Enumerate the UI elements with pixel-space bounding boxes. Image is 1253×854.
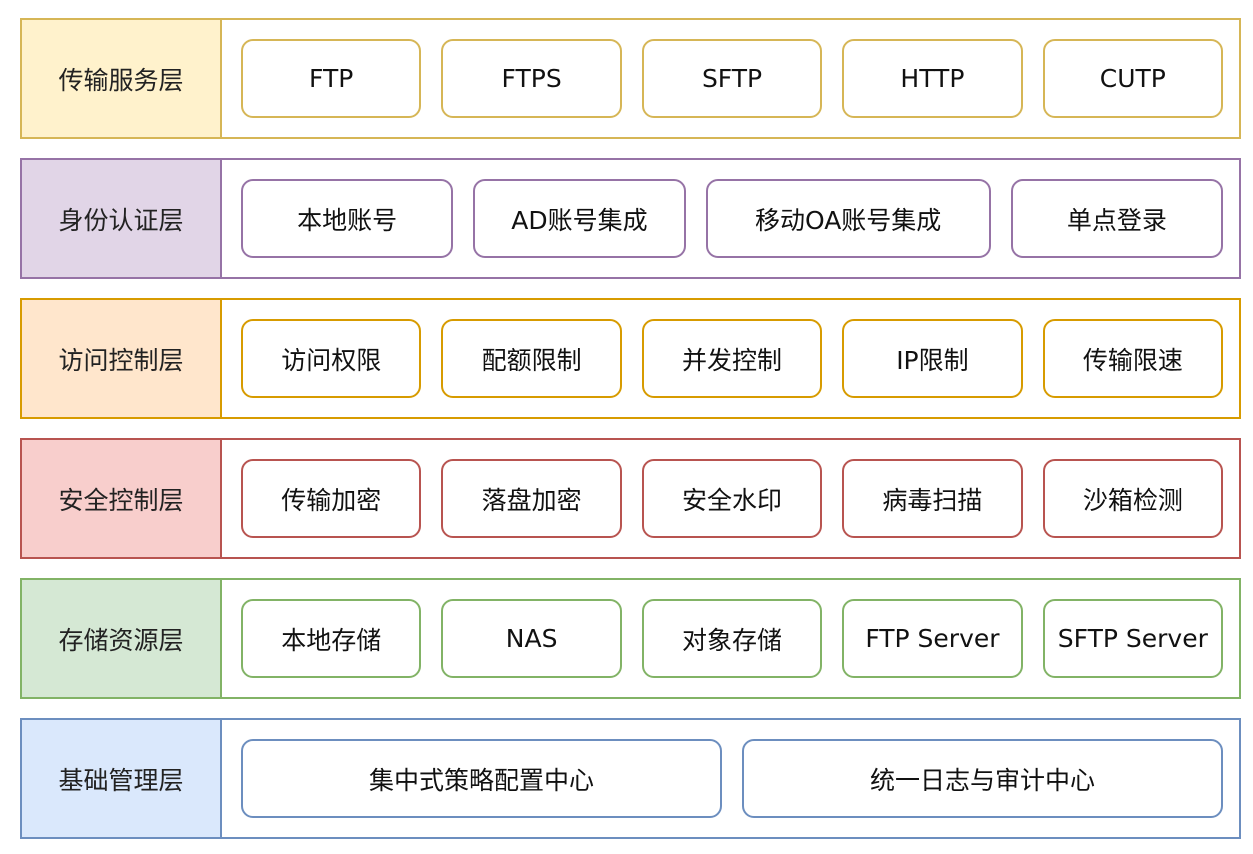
item-sftp[interactable]: SFTP bbox=[641, 39, 823, 118]
item-policy-config-center[interactable]: 集中式策略配置中心 bbox=[241, 739, 722, 818]
item-concurrency-control[interactable]: 并发控制 bbox=[641, 319, 823, 398]
item-sandbox-detection[interactable]: 沙箱检测 bbox=[1042, 459, 1224, 538]
item-access-permission[interactable]: 访问权限 bbox=[241, 319, 422, 398]
item-ad-account-integration[interactable]: AD账号集成 bbox=[473, 179, 686, 258]
item-object-storage[interactable]: 对象存储 bbox=[641, 599, 823, 678]
item-ip-limit[interactable]: IP限制 bbox=[842, 319, 1023, 398]
item-transfer-encryption[interactable]: 传输加密 bbox=[241, 459, 422, 538]
item-security-watermark[interactable]: 安全水印 bbox=[641, 459, 823, 538]
layer-label: 安全控制层 bbox=[22, 440, 222, 557]
item-sftp-server[interactable]: SFTP Server bbox=[1042, 599, 1224, 678]
item-local-storage[interactable]: 本地存储 bbox=[241, 599, 422, 678]
layer-transport-service: 传输服务层 FTP FTPS SFTP HTTP CUTP bbox=[20, 18, 1241, 139]
item-cutp[interactable]: CUTP bbox=[1042, 39, 1224, 118]
item-transfer-rate-limit[interactable]: 传输限速 bbox=[1042, 319, 1224, 398]
item-http[interactable]: HTTP bbox=[842, 39, 1023, 118]
item-ftp[interactable]: FTP bbox=[241, 39, 422, 118]
item-log-audit-center[interactable]: 统一日志与审计中心 bbox=[742, 739, 1223, 818]
layer-label: 访问控制层 bbox=[22, 300, 222, 417]
item-quota-limit[interactable]: 配额限制 bbox=[441, 319, 622, 398]
item-local-account[interactable]: 本地账号 bbox=[241, 179, 454, 258]
item-at-rest-encryption[interactable]: 落盘加密 bbox=[441, 459, 622, 538]
item-nas[interactable]: NAS bbox=[441, 599, 622, 678]
layer-label: 传输服务层 bbox=[22, 20, 222, 137]
item-ftps[interactable]: FTPS bbox=[441, 39, 622, 118]
item-mobile-oa-account-integration[interactable]: 移动OA账号集成 bbox=[705, 179, 991, 258]
item-virus-scan[interactable]: 病毒扫描 bbox=[842, 459, 1023, 538]
item-ftp-server[interactable]: FTP Server bbox=[842, 599, 1023, 678]
layer-label: 存储资源层 bbox=[22, 580, 222, 697]
item-single-sign-on[interactable]: 单点登录 bbox=[1010, 179, 1224, 258]
layer-label: 基础管理层 bbox=[22, 720, 222, 837]
layer-identity-auth: 身份认证层 本地账号 AD账号集成 移动OA账号集成 单点登录 bbox=[20, 158, 1241, 279]
layer-basic-management: 基础管理层 集中式策略配置中心 统一日志与审计中心 bbox=[20, 718, 1241, 839]
layer-access-control: 访问控制层 访问权限 配额限制 并发控制 IP限制 传输限速 bbox=[20, 298, 1241, 419]
layer-storage-resource: 存储资源层 本地存储 NAS 对象存储 FTP Server SFTP Serv… bbox=[20, 578, 1241, 699]
layer-security-control: 安全控制层 传输加密 落盘加密 安全水印 病毒扫描 沙箱检测 bbox=[20, 438, 1241, 559]
layer-label: 身份认证层 bbox=[22, 160, 222, 277]
